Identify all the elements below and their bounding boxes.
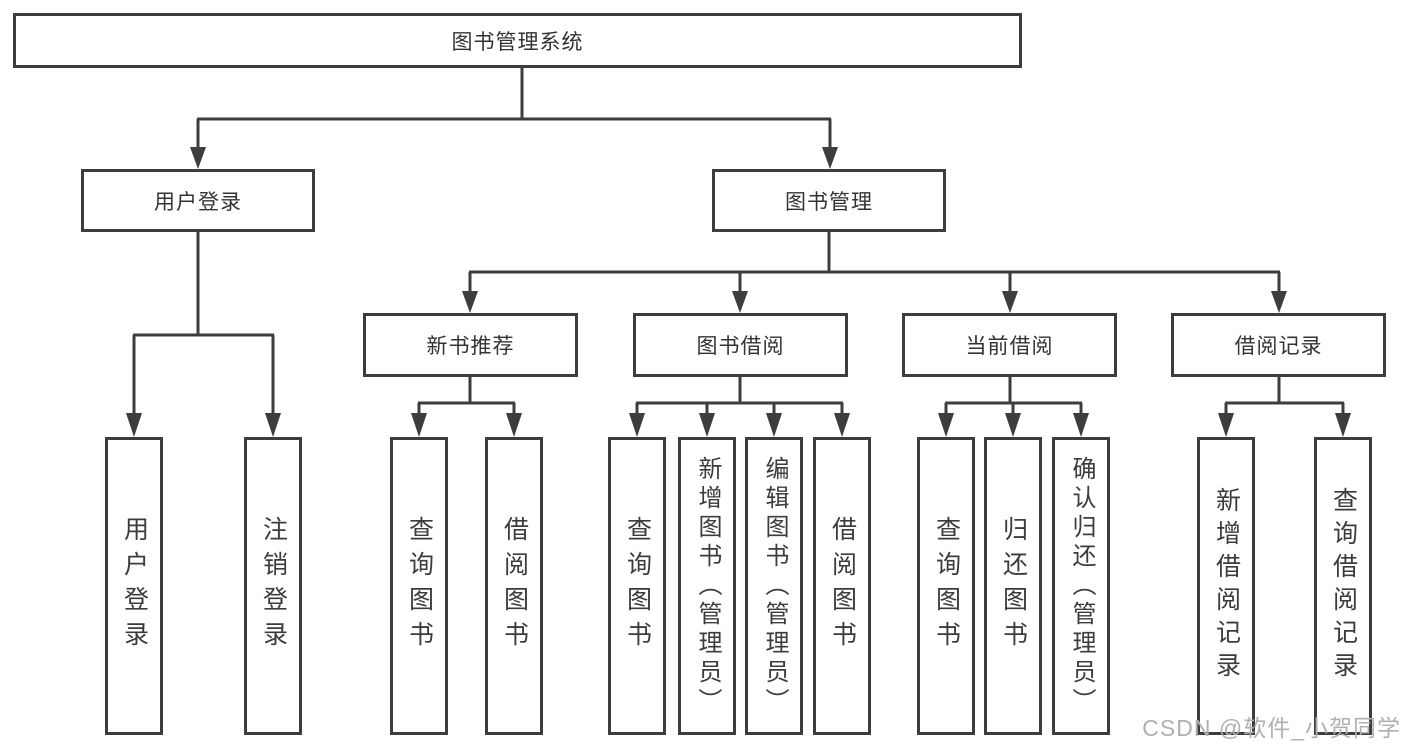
node-label: 图书管理系统	[451, 30, 584, 54]
leaf-user-login: 用户登录	[105, 437, 163, 735]
leaf-borrow-books: 借阅图书	[813, 437, 871, 735]
leaf-label: 查询借阅记录	[1329, 487, 1358, 685]
node-user-login: 用户登录	[81, 169, 315, 232]
node-label: 图书借阅	[696, 335, 785, 358]
leaf-label: 查询图书	[405, 516, 434, 656]
leaf-label: 借阅图书	[500, 516, 529, 656]
leaf-label: 借阅图书	[828, 516, 857, 656]
node-book-management: 图书管理	[712, 169, 946, 232]
leaf-label: 编辑图书（管理员）	[761, 455, 788, 717]
leaf-label: 查询图书	[932, 516, 961, 656]
leaf-confirm-return-admin: 确认归还（管理员）	[1052, 437, 1110, 735]
node-borrowing-records: 借阅记录	[1171, 313, 1386, 377]
node-label: 当前借阅	[965, 335, 1054, 358]
leaf-query-books: 查询图书	[390, 437, 448, 735]
node-new-book-recommendation: 新书推荐	[363, 313, 578, 377]
node-current-borrowing: 当前借阅	[902, 313, 1117, 377]
node-label: 新书推荐	[426, 335, 515, 358]
leaf-label: 查询图书	[623, 516, 652, 656]
node-label: 借阅记录	[1234, 335, 1323, 358]
leaf-add-book-admin: 新增图书（管理员）	[678, 437, 736, 735]
node-label: 用户登录	[154, 190, 242, 214]
node-label: 图书管理	[785, 190, 873, 214]
leaf-edit-book-admin: 编辑图书（管理员）	[745, 437, 803, 735]
leaf-label: 用户登录	[120, 516, 149, 656]
leaf-query-books: 查询图书	[917, 437, 975, 735]
node-book-borrowing: 图书借阅	[633, 313, 848, 377]
leaf-label: 注销登录	[259, 516, 288, 656]
leaf-query-books: 查询图书	[608, 437, 666, 735]
leaf-label: 确认归还（管理员）	[1068, 455, 1095, 717]
leaf-query-borrow-record: 查询借阅记录	[1314, 437, 1372, 735]
leaf-label: 新增图书（管理员）	[694, 455, 721, 717]
watermark-text: CSDN @软件_小贺同学	[1142, 715, 1401, 741]
leaf-label: 新增借阅记录	[1212, 487, 1241, 685]
leaf-logout: 注销登录	[244, 437, 302, 735]
leaf-add-borrow-record: 新增借阅记录	[1197, 437, 1255, 735]
leaf-return-books: 归还图书	[984, 437, 1042, 735]
leaf-label: 归还图书	[999, 516, 1028, 656]
leaf-borrow-books: 借阅图书	[485, 437, 543, 735]
node-library-system: 图书管理系统	[13, 13, 1022, 68]
